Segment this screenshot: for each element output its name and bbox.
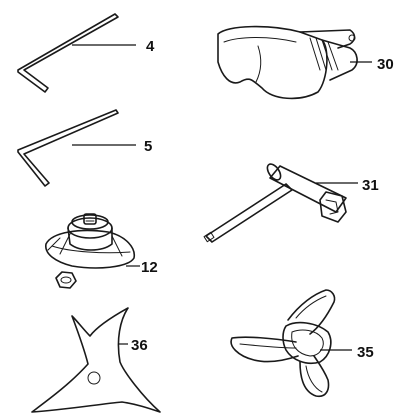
callout-4: 4 — [146, 38, 155, 55]
callout-30: 30 — [377, 56, 394, 73]
callout-31: 31 — [362, 177, 379, 194]
callout-5: 5 — [144, 138, 152, 155]
spark-plug-wrench: 31 — [203, 163, 379, 243]
callout-12: 12 — [141, 259, 158, 276]
brush-blade-3-tooth: 36 — [31, 307, 161, 413]
hex-key-small: 5 — [17, 109, 152, 187]
callout-35: 35 — [357, 344, 374, 361]
safety-glasses: 30 — [217, 25, 394, 100]
hex-key-large: 4 — [17, 13, 155, 93]
callout-36: 36 — [131, 337, 148, 354]
carry-harness: 35 — [230, 289, 374, 398]
trimmer-head: 12 — [45, 213, 158, 289]
